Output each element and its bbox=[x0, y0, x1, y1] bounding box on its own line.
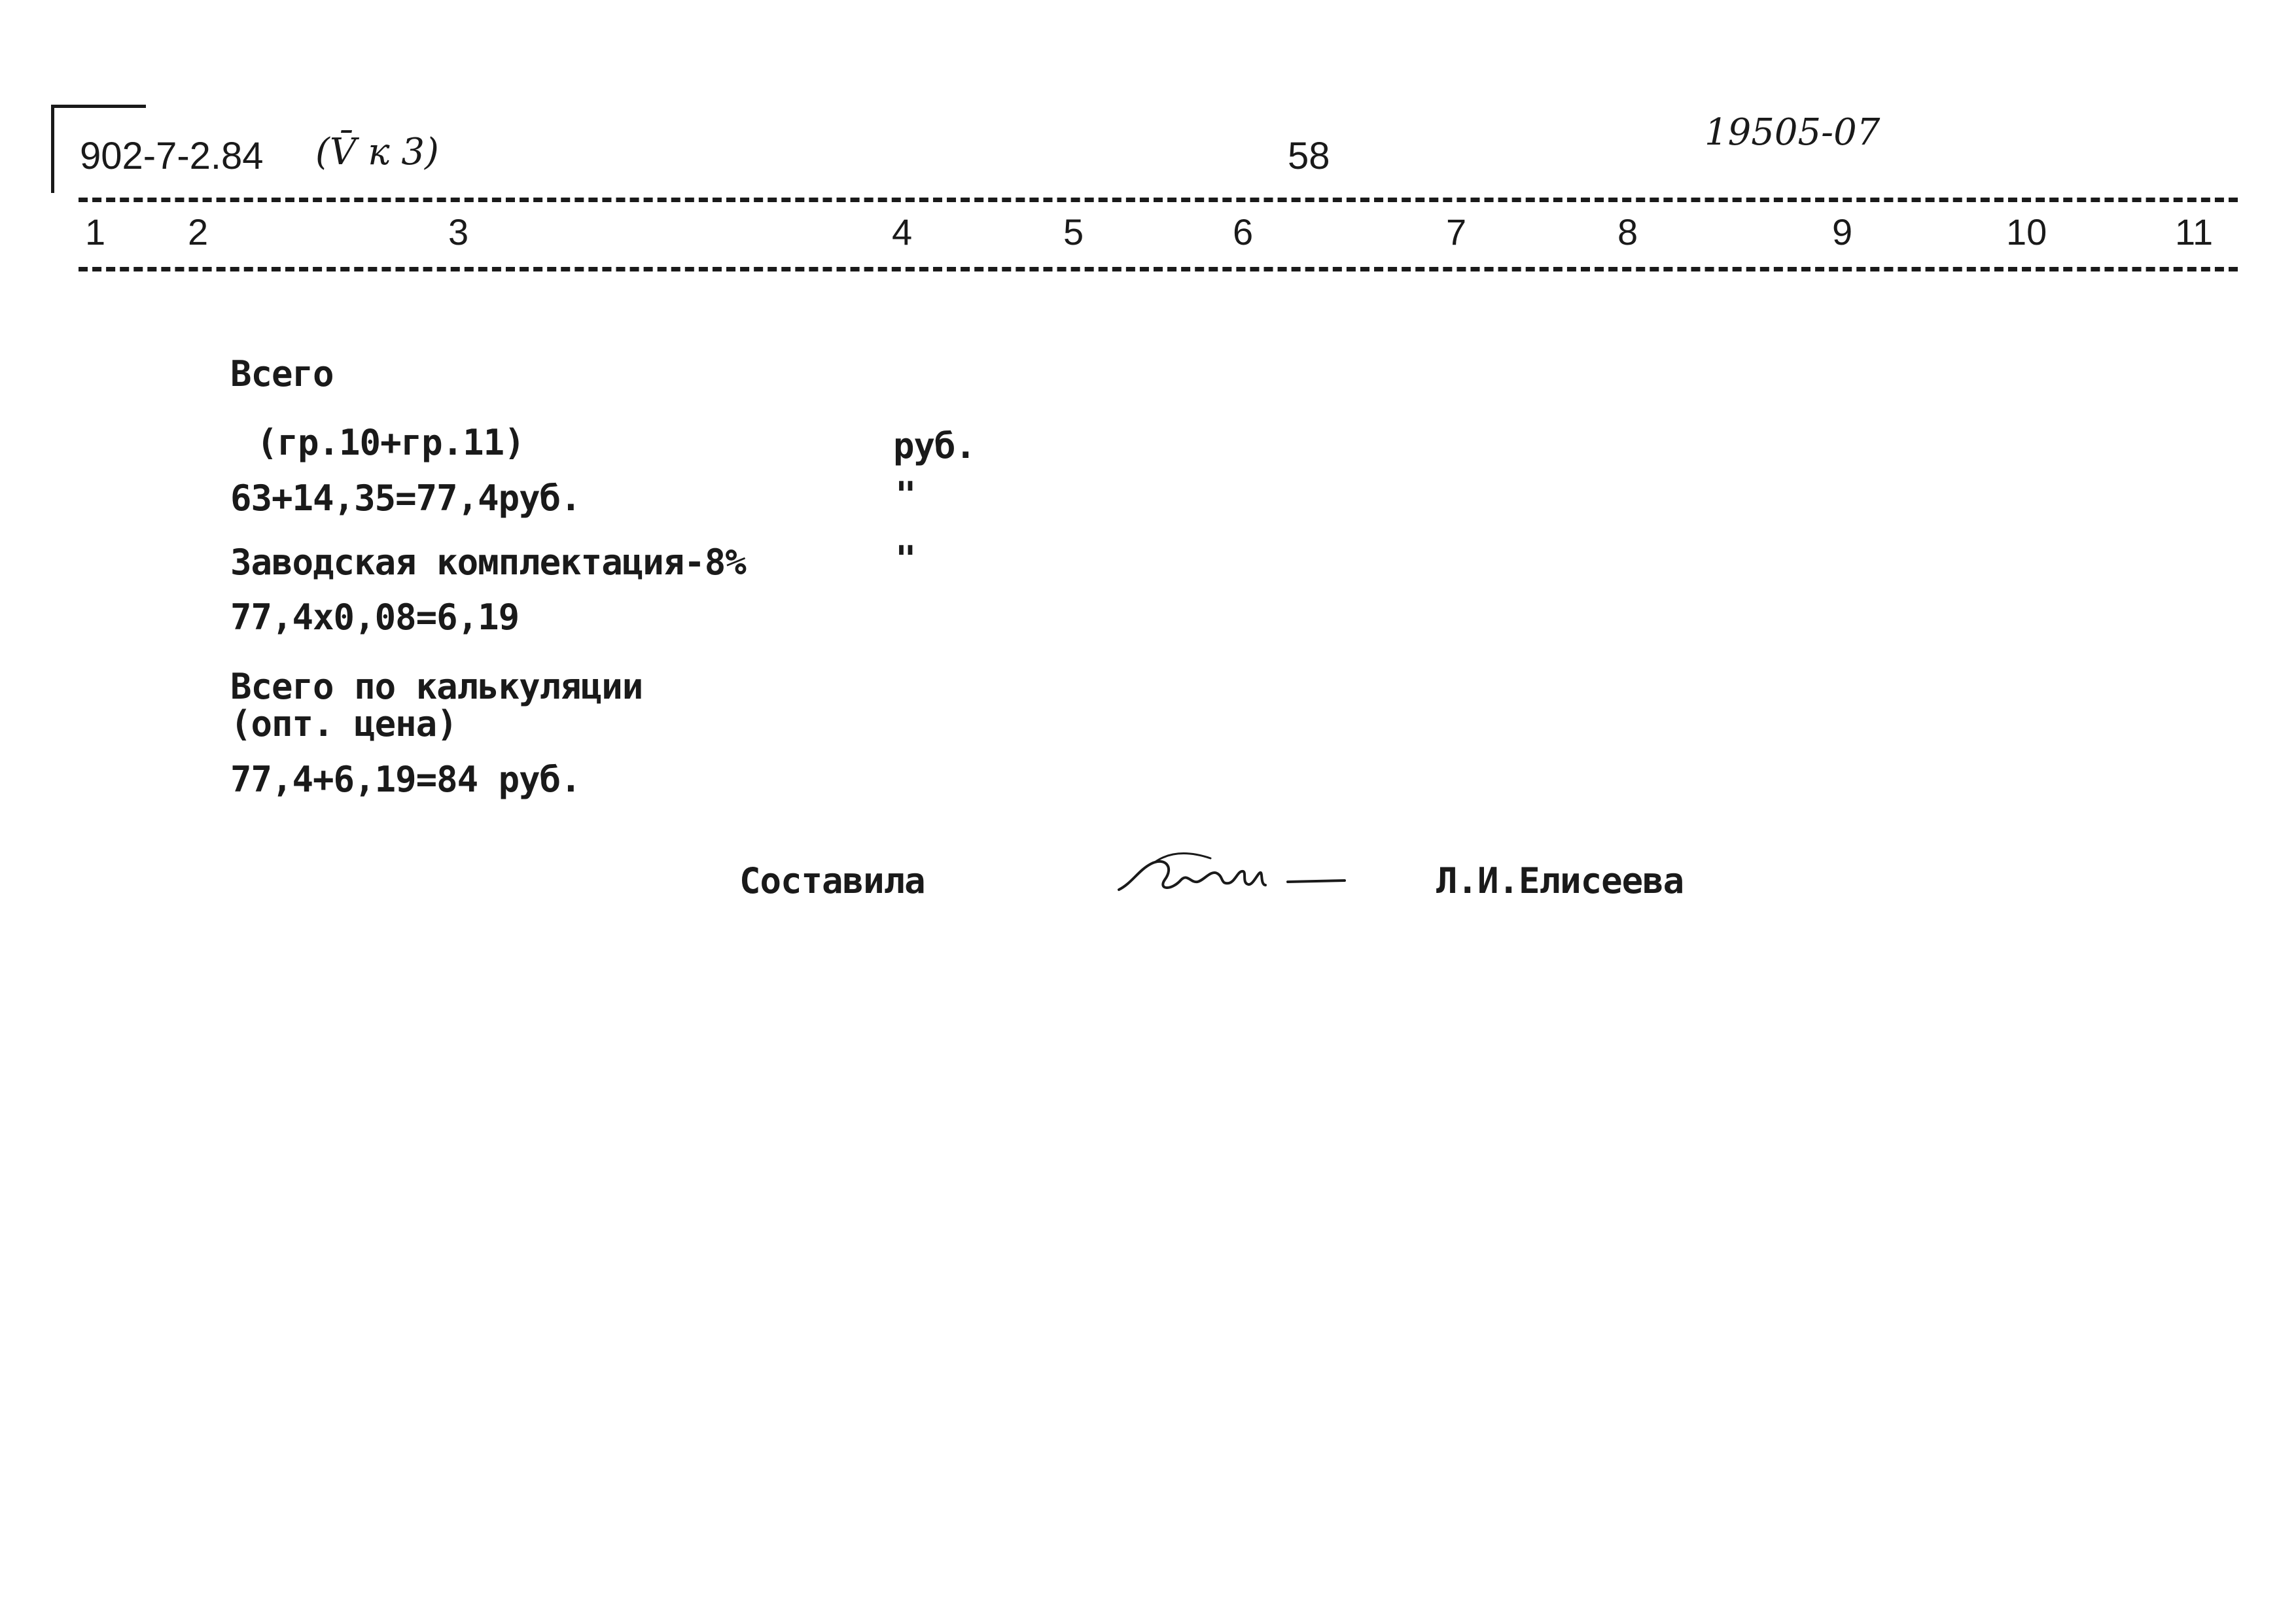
column-number-10: 10 bbox=[2006, 211, 2047, 253]
factory-calculation: 77,4x0,08=6,19 bbox=[230, 597, 520, 638]
volume-note: (V̄ к 3) bbox=[315, 131, 439, 173]
calc-total-sublabel: (опт. цена) bbox=[230, 703, 458, 744]
column-number-1: 1 bbox=[85, 211, 106, 253]
total-calculation: 63+14,35=77,4руб. bbox=[230, 478, 582, 519]
ditto-mark-2: " bbox=[895, 538, 917, 580]
column-number-11: 11 bbox=[2175, 211, 2214, 253]
header-dashed-line-top bbox=[79, 198, 2238, 202]
calc-total-label: Всего по калькуляции bbox=[230, 666, 643, 707]
corner-bracket bbox=[51, 105, 146, 193]
document-code: 902-7-2.84 bbox=[80, 135, 264, 177]
stamp-number: 19505-07 bbox=[1704, 111, 1881, 154]
compiler-name: Л.И.Елисеева bbox=[1436, 860, 1684, 901]
column-number-2: 2 bbox=[188, 211, 209, 253]
compiled-label: Составила bbox=[739, 860, 926, 901]
total-unit: руб. bbox=[893, 425, 976, 466]
column-number-4: 4 bbox=[892, 211, 913, 253]
ditto-mark-1: " bbox=[895, 474, 917, 515]
column-number-9: 9 bbox=[1832, 211, 1853, 253]
column-number-5: 5 bbox=[1063, 211, 1084, 253]
column-number-6: 6 bbox=[1233, 211, 1254, 253]
total-label: Всего bbox=[230, 353, 334, 394]
column-number-8: 8 bbox=[1617, 211, 1638, 253]
total-formula: (гр.10+гр.11) bbox=[256, 422, 525, 463]
factory-label: Заводская комплектация-8% bbox=[230, 542, 747, 583]
calc-total-value: 77,4+6,19=84 руб. bbox=[230, 759, 582, 800]
column-number-7: 7 bbox=[1446, 211, 1467, 253]
header-dashed-line-bottom bbox=[79, 267, 2238, 271]
signature bbox=[1112, 844, 1361, 909]
page-number: 58 bbox=[1288, 135, 1330, 177]
column-number-3: 3 bbox=[448, 211, 469, 253]
